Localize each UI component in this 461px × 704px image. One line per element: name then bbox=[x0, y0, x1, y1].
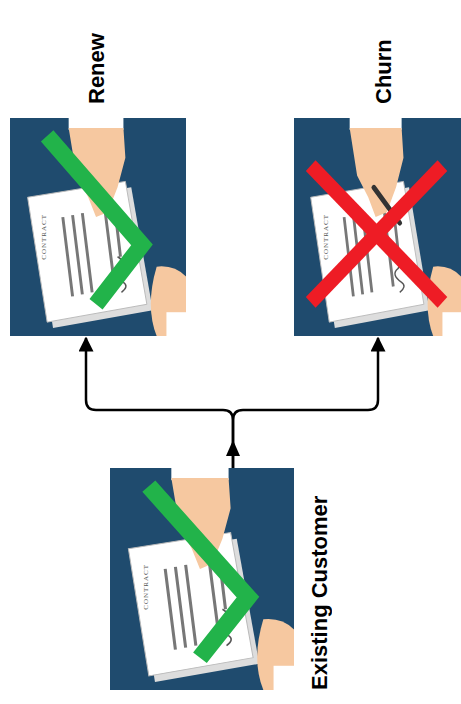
branch-arrow bbox=[233, 338, 378, 468]
contract-art bbox=[10, 118, 186, 336]
contract-text: CONTRACT bbox=[40, 214, 48, 260]
contract-illustration bbox=[110, 468, 294, 690]
stage-node: CONTRACT Renew bbox=[10, 18, 188, 336]
stage-label: Churn bbox=[370, 18, 398, 104]
illustration-panel: CONTRACT bbox=[110, 468, 294, 690]
contract-text: CONTRACT bbox=[142, 564, 150, 610]
cross-overlay bbox=[311, 166, 443, 303]
stage-label: Renew bbox=[83, 18, 111, 104]
contract-illustration bbox=[294, 118, 461, 336]
split-arrow-head bbox=[226, 440, 240, 456]
stage-node: CONTRACT Existing Customer bbox=[110, 468, 340, 692]
contract-art bbox=[110, 468, 294, 690]
contract-art bbox=[294, 118, 461, 336]
illustration-panel: CONTRACT bbox=[10, 118, 186, 336]
branch-arrow bbox=[86, 338, 233, 468]
contract-text: CONTRACT bbox=[322, 214, 330, 260]
check-overlay bbox=[47, 136, 142, 304]
contract-illustration bbox=[10, 118, 186, 336]
stage-node: CONTRACT Churn bbox=[294, 18, 461, 336]
illustration-panel: CONTRACT bbox=[294, 118, 461, 336]
check-overlay bbox=[149, 486, 248, 658]
stage-label: Existing Customer bbox=[306, 468, 334, 690]
